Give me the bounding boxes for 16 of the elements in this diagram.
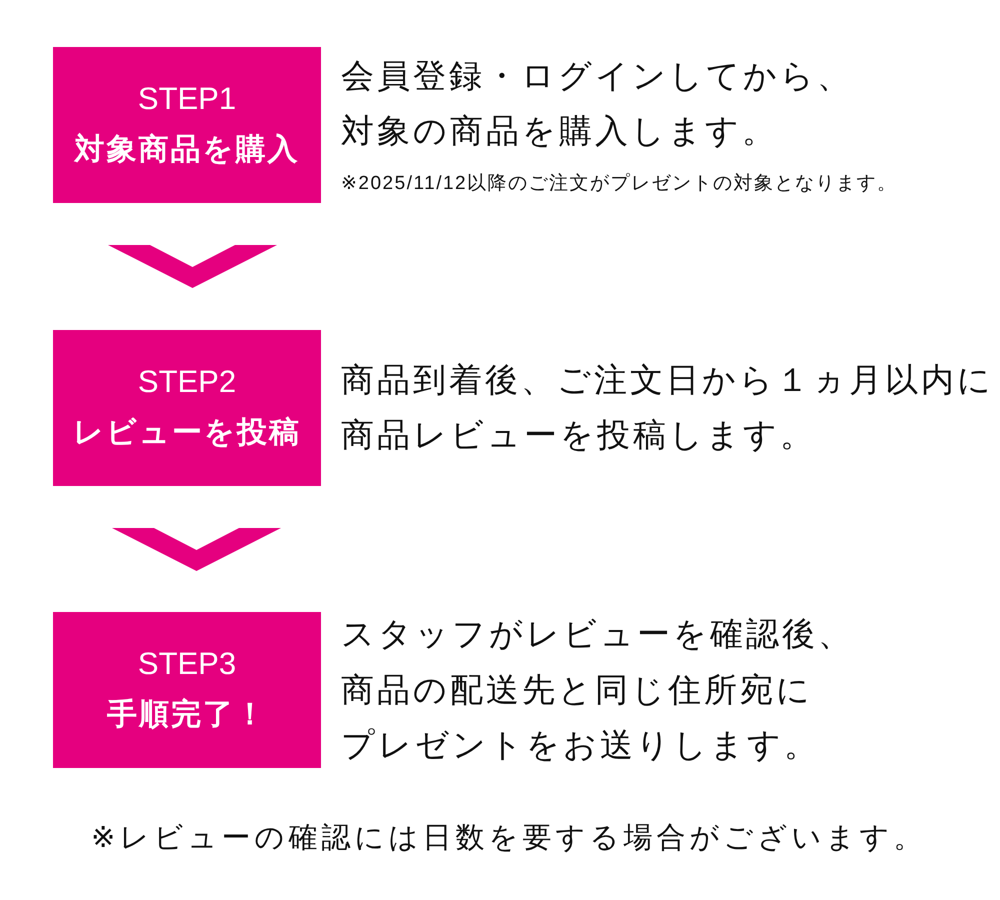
step-title: レビューを投稿 xyxy=(73,415,301,451)
chevron-arrow xyxy=(108,245,276,288)
step-box xyxy=(53,47,321,203)
description-text: スタッフがレビューを確認後、商品の配送先と同じ住所宛にプレゼントをお送りします。 xyxy=(341,614,854,765)
note-text: ※レビューの確認には日数を要する場合がございます。 xyxy=(91,821,926,856)
step-label: STEP3 xyxy=(138,645,236,683)
chevron-arrow xyxy=(112,528,280,570)
step-title: 手順完了！ xyxy=(107,696,267,733)
description-text: 会員登録・ログインしてから、対象の商品を購入します。 xyxy=(341,56,853,151)
step-label: STEP2 xyxy=(138,363,236,401)
step-label: STEP1 xyxy=(138,80,236,118)
step-title: 対象商品を購入 xyxy=(74,132,300,168)
step-box xyxy=(53,612,321,768)
note-text: ※2025/11/12以降のご注文がプレゼントの対象となります。 xyxy=(341,172,898,196)
description-text: 商品到着後、ご注文日から１ヵ月以内に商品レビューを投稿します。 xyxy=(341,360,994,455)
step-box xyxy=(53,330,321,486)
